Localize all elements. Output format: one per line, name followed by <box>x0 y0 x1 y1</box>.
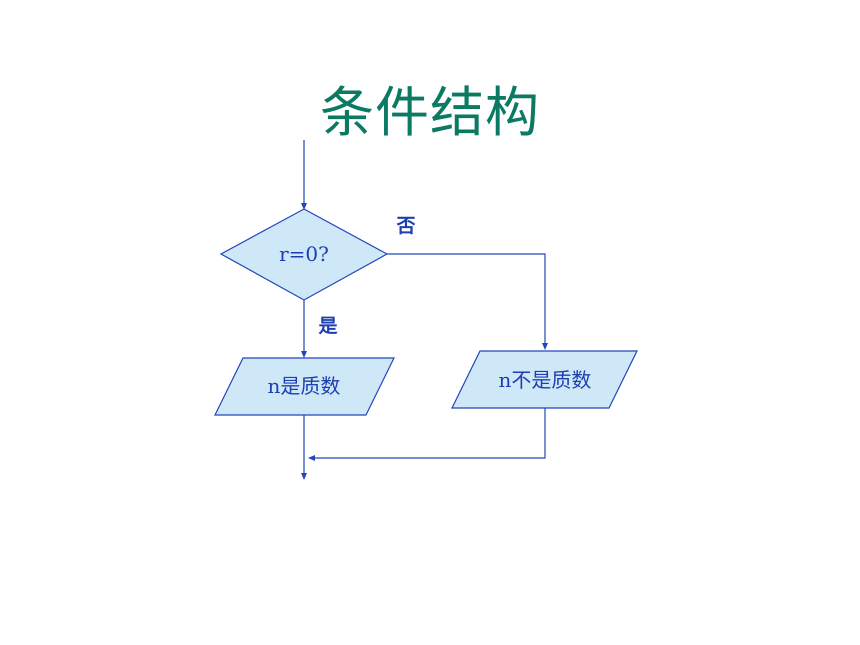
merge-arrowhead <box>308 455 315 461</box>
exit-arrowhead <box>301 473 307 480</box>
no-output-box <box>451 350 638 409</box>
no-branch-arrowhead <box>542 343 548 350</box>
yes-branch-arrowhead <box>301 351 307 358</box>
no-branch-label: 否 <box>395 215 415 237</box>
no-output-label: n不是质数 <box>499 368 592 392</box>
yes-output-label: n是质数 <box>268 374 341 398</box>
slide-title: 条件结构 <box>320 81 540 144</box>
entry-arrowhead <box>301 203 307 210</box>
yes-output-box <box>214 357 395 416</box>
merge-connector <box>312 408 546 459</box>
yes-branch-label: 是 <box>318 315 337 337</box>
decision-label: r=0? <box>279 242 329 266</box>
no-branch-connector <box>387 253 546 346</box>
